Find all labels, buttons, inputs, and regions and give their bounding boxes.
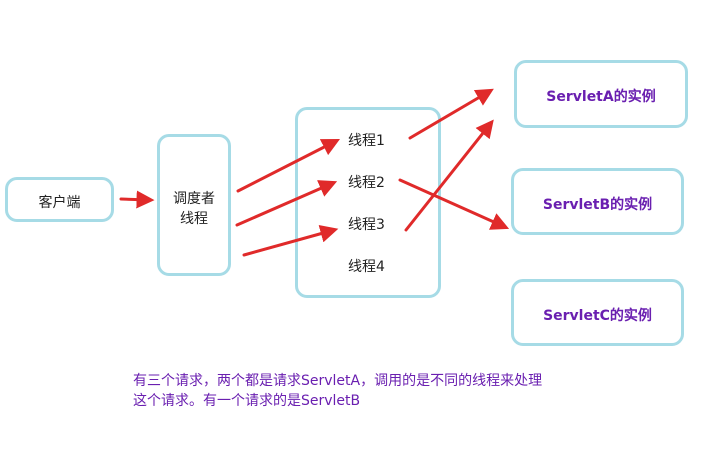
dispatcher-label-line2: 线程 <box>180 211 208 227</box>
thread-2-label: 线程2 <box>348 175 385 191</box>
thread-1-label: 线程1 <box>348 133 385 149</box>
client-box: 客户端 <box>5 177 114 222</box>
servlet-c-label: ServletC的实例 <box>543 308 652 324</box>
arrow-dispatcher-to-thread1 <box>236 138 341 193</box>
dispatcher-box: 调度者 线程 <box>157 134 231 276</box>
servlet-a-box: ServletA的实例 <box>514 60 688 128</box>
arrow-client-to-dispatcher <box>119 190 155 209</box>
arrow-dispatcher-to-thread2 <box>235 180 338 227</box>
arrow-thread1-to-servlet-a <box>408 88 494 140</box>
servlet-c-box: ServletC的实例 <box>511 279 684 346</box>
caption-line2: 这个请求。有一个请求的是ServletB <box>133 393 361 409</box>
caption-line1: 有三个请求，两个都是请求ServletA，调用的是不同的线程来处理 <box>133 373 543 389</box>
thread-4-label: 线程4 <box>348 259 385 275</box>
servlet-b-box: ServletB的实例 <box>511 168 684 235</box>
thread-3-label: 线程3 <box>348 217 385 233</box>
thread-pool-box <box>295 107 441 298</box>
servlet-a-label: ServletA的实例 <box>546 89 656 105</box>
arrow-thread3-to-servlet-a <box>404 119 494 232</box>
caption: 有三个请求，两个都是请求ServletA，调用的是不同的线程来处理 这个请求。有… <box>133 371 693 411</box>
dispatcher-label-line1: 调度者 <box>173 191 215 207</box>
arrow-thread2-to-servlet-b <box>398 178 510 230</box>
servlet-b-label: ServletB的实例 <box>542 197 653 213</box>
arrow-dispatcher-to-thread3 <box>242 224 339 257</box>
client-label: 客户端 <box>38 195 81 211</box>
